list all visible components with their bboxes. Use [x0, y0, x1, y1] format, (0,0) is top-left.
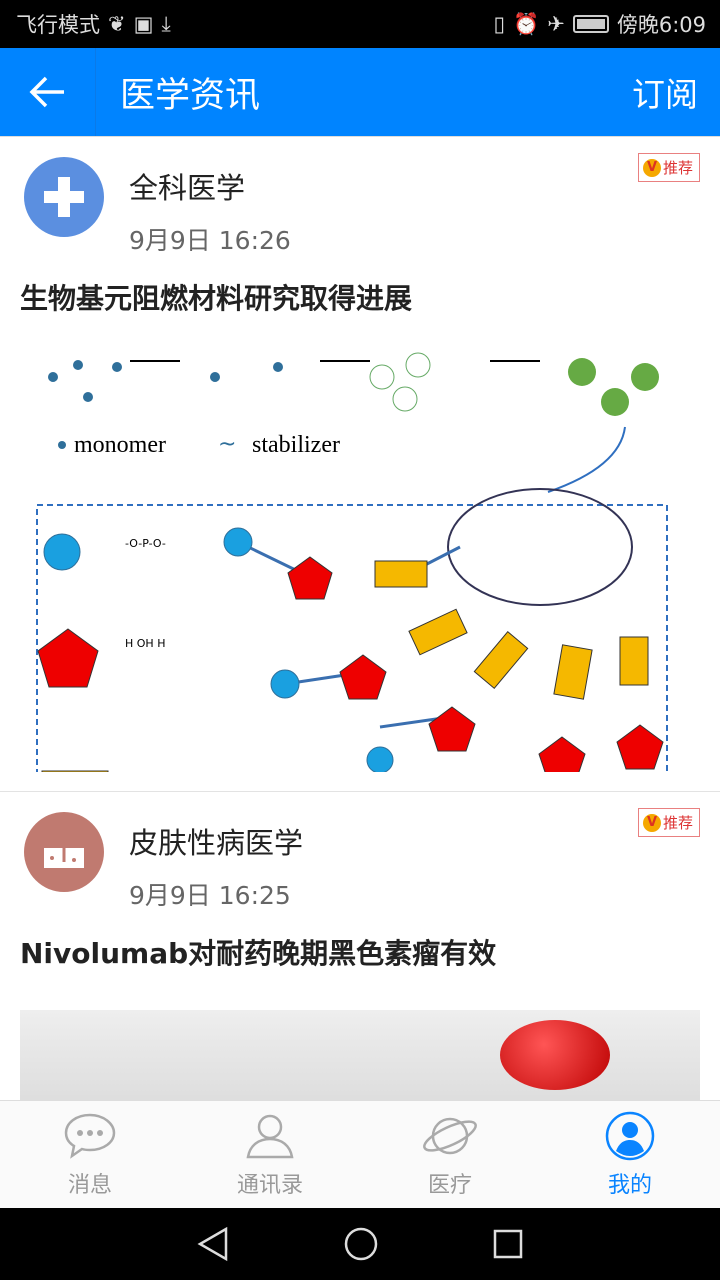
article-figure[interactable]: monomer ~ stabilizer -O-P-O- H OH H — [20, 347, 700, 772]
airplane-icon: ✈ — [547, 12, 565, 36]
tab-messages[interactable]: 消息 — [0, 1101, 180, 1208]
gallery-icon: ▣ — [133, 12, 154, 36]
bottom-tab-bar: 消息 通讯录 医疗 我的 — [0, 1100, 720, 1208]
plus-icon — [44, 177, 84, 217]
clock: 傍晚6:09 — [616, 13, 706, 37]
system-nav-bar — [0, 1208, 720, 1280]
tab-label: 通讯录 — [236, 1173, 303, 1198]
planet-icon — [423, 1117, 477, 1155]
tab-label: 我的 — [607, 1173, 652, 1198]
chat-bubble-icon — [64, 1113, 116, 1159]
source-name[interactable]: 皮肤性病医学 — [129, 826, 304, 860]
publish-time: 9月9日 16:26 — [129, 226, 291, 255]
huawei-icon: ❦ — [108, 12, 126, 36]
back-arrow-icon — [29, 76, 64, 108]
nav-home-icon[interactable] — [343, 1226, 379, 1262]
vibrate-icon: ▯ — [493, 12, 506, 36]
subscribe-button[interactable]: 订阅 — [632, 75, 698, 114]
badge-label: 推荐 — [662, 159, 693, 177]
article-image[interactable] — [20, 1010, 700, 1100]
profile-icon — [605, 1111, 655, 1161]
tab-medical[interactable]: 医疗 — [360, 1101, 540, 1208]
source-avatar[interactable] — [24, 812, 104, 892]
contacts-icon — [246, 1114, 294, 1159]
skin-icon — [44, 835, 84, 868]
v-coin-icon: V — [642, 813, 661, 832]
source-avatar[interactable] — [24, 157, 104, 237]
v-coin-icon: V — [642, 158, 661, 177]
page-title: 医学资讯 — [120, 75, 261, 116]
source-name[interactable]: 全科医学 — [129, 171, 246, 205]
nav-back-icon[interactable] — [196, 1226, 230, 1262]
nav-recents-icon[interactable] — [492, 1228, 524, 1260]
figure-label-monomer: monomer — [74, 432, 166, 458]
airplane-mode-text: 飞行模式 — [16, 13, 100, 37]
status-bar: 飞行模式 ❦ ▣ ⤓ ▯ ⏰ ✈ 傍晚6:09 — [0, 0, 720, 48]
red-pill-shape — [500, 1020, 610, 1090]
svg-text:H OH H: H OH H — [125, 637, 165, 650]
publish-time: 9月9日 16:25 — [129, 881, 291, 910]
download-icon: ⤓ — [161, 11, 171, 36]
article-title[interactable]: 生物基元阻燃材料研究取得进展 — [20, 282, 413, 315]
badge-label: 推荐 — [662, 814, 693, 832]
back-button[interactable] — [0, 48, 96, 136]
figure-label-stabilizer: stabilizer — [252, 432, 340, 458]
article-title[interactable]: Nivolumab对耐药晚期黑色素瘤有效 — [20, 937, 497, 970]
alarm-icon: ⏰ — [513, 11, 540, 36]
tab-contacts[interactable]: 通讯录 — [180, 1101, 360, 1208]
svg-text:-O-P-O-: -O-P-O- — [125, 537, 166, 550]
tab-me[interactable]: 我的 — [540, 1101, 720, 1208]
svg-text:~: ~ — [218, 432, 236, 457]
tab-label: 医疗 — [427, 1173, 472, 1198]
tab-label: 消息 — [67, 1173, 112, 1198]
battery-icon — [572, 15, 609, 33]
app-bar: 医学资讯 订阅 — [0, 48, 720, 136]
